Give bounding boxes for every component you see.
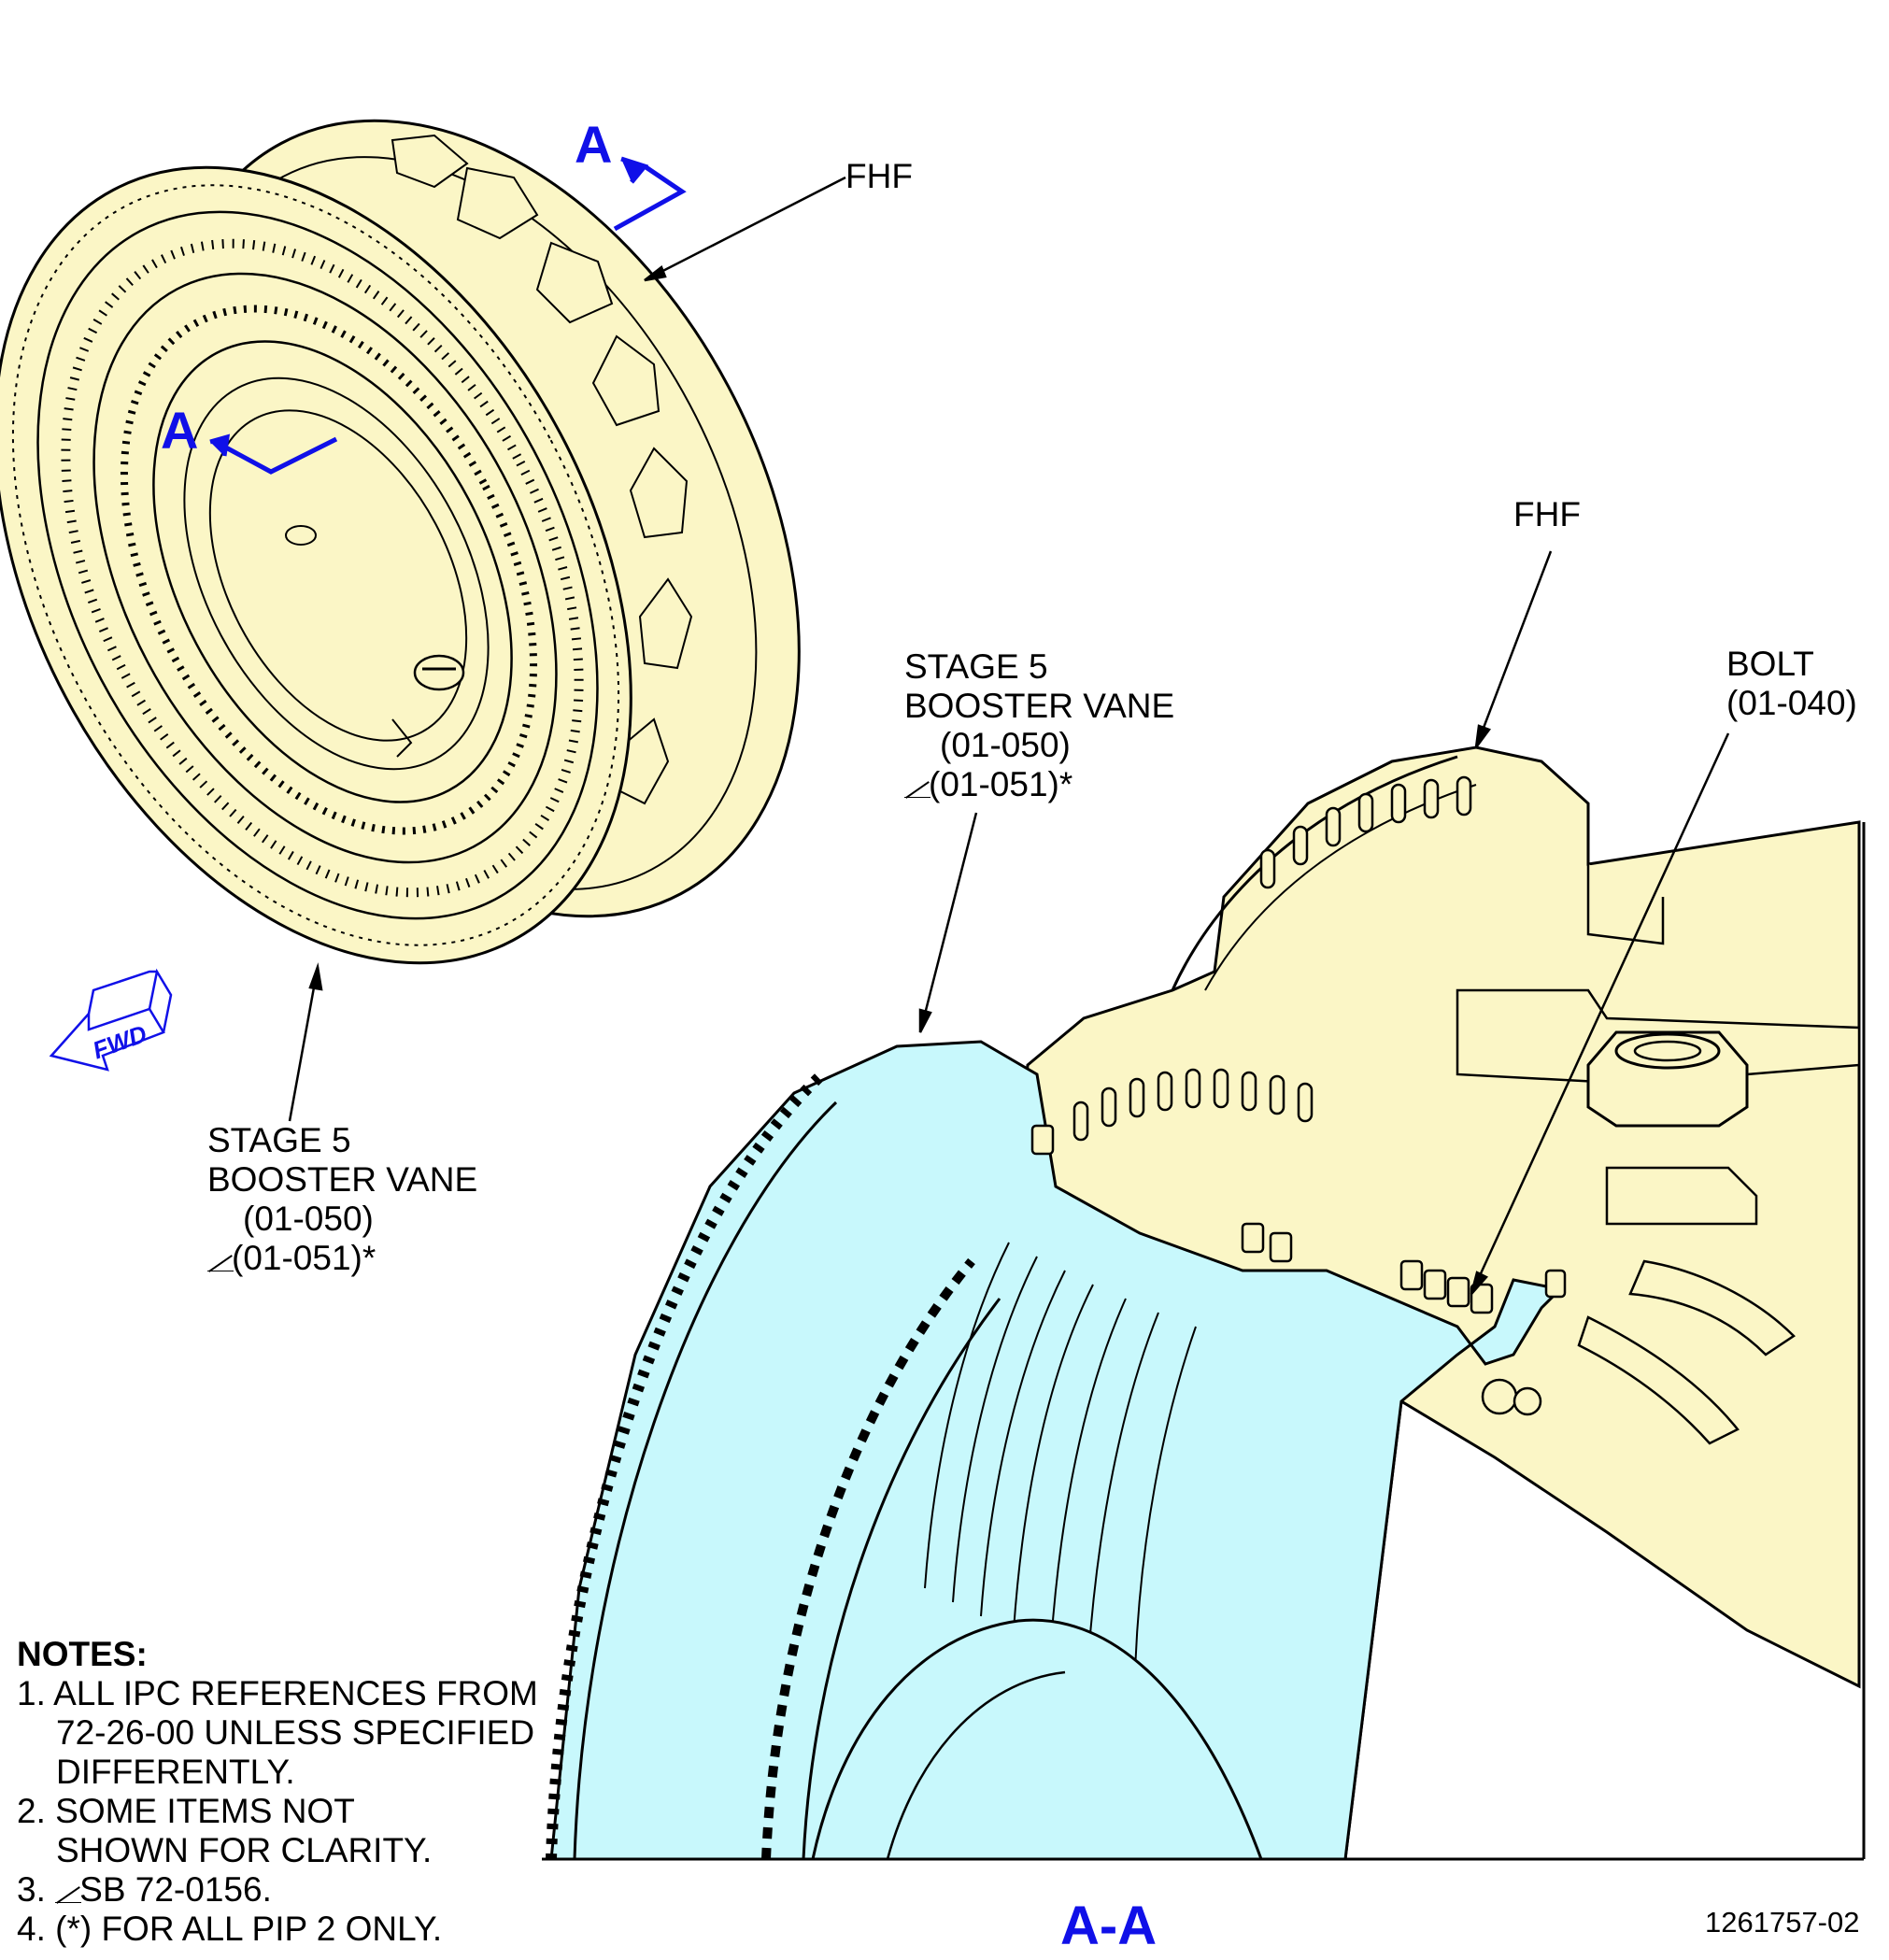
stage5-right-line3: (01-050) [940, 726, 1071, 764]
fhf-label-right: FHF [1513, 495, 1581, 533]
stage5-booster-vane-section [549, 1040, 1564, 1861]
bolt-line1: BOLT [1726, 645, 1814, 683]
bolt-heads [1030, 1124, 1567, 1314]
section-marker-top [613, 156, 687, 232]
note-line: 1. ALL IPC REFERENCES FROM [17, 1674, 538, 1712]
vane-blades [61, 238, 584, 898]
frame-strut-cells [391, 134, 693, 805]
note-line: 72-26-00 UNLESS SPECIFIED [56, 1713, 535, 1752]
leader-lines [288, 176, 1730, 1295]
stage5-left-line3: (01-050) [243, 1200, 374, 1238]
fhf-label-top: FHF [845, 157, 913, 195]
note-line: 2. SOME ITEMS NOT [17, 1792, 355, 1830]
stage5-left-line1: STAGE 5 [207, 1121, 351, 1159]
stage5-right-line1: STAGE 5 [904, 647, 1048, 686]
vane-airfoil-lines [924, 1242, 1197, 1673]
section-view-a-a [542, 746, 1866, 1861]
stage5-left-line4: (01-051)* [207, 1239, 376, 1278]
fwd-arrow-icon: FWD [49, 968, 173, 1072]
stage5-right-line2: BOOSTER VANE [904, 687, 1175, 725]
sb-delta-icon [207, 1255, 234, 1271]
notes-title: NOTES: [17, 1635, 148, 1673]
figure-number: 1261757-02 [1705, 1906, 1860, 1939]
stage5-right-line4: (01-051)* [904, 765, 1072, 804]
section-marker-label-left: A [161, 401, 199, 460]
section-marker-left [209, 433, 338, 475]
sb-delta-icon [55, 1886, 82, 1903]
note-line: DIFFERENTLY. [56, 1753, 295, 1791]
sb-delta-icon [904, 781, 930, 798]
vane-teeth [546, 1070, 827, 1860]
note-line: 4. (*) FOR ALL PIP 2 ONLY. [17, 1910, 443, 1948]
bolt-line2: (01-040) [1726, 684, 1857, 722]
section-view-label: A-A [1060, 1896, 1158, 1956]
note-line: 3. SB 72-0156. [17, 1870, 272, 1909]
section-marker-label-top: A [575, 115, 613, 174]
fhf-assembly-isometric [0, 119, 801, 965]
note-line: SHOWN FOR CLARITY. [56, 1831, 433, 1869]
stage5-left-line2: BOOSTER VANE [207, 1160, 478, 1199]
fhf-slots [1072, 775, 1472, 1142]
